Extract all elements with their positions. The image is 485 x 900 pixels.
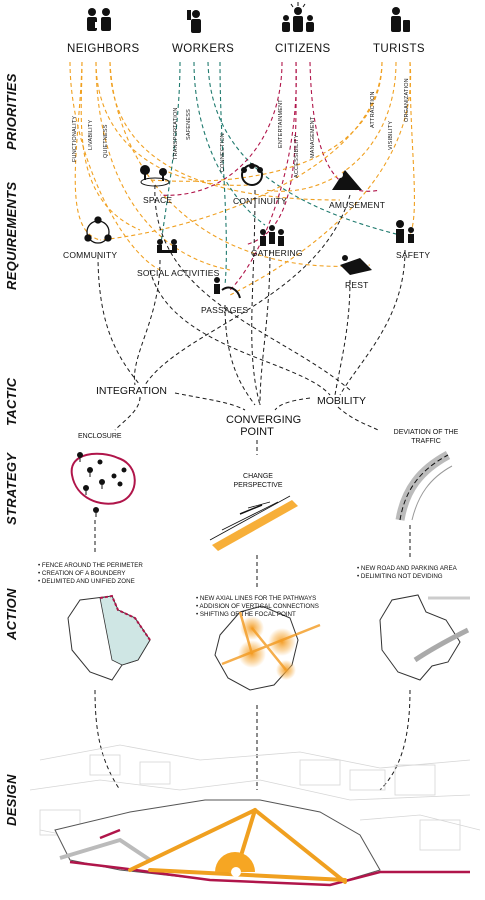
convergence-lines bbox=[94, 184, 411, 791]
requirement-passages: PASSAGES bbox=[201, 305, 249, 315]
requirement-social-activities: SOCIAL ACTIVITIES bbox=[137, 268, 220, 278]
requirement-safety: SAFETY bbox=[396, 250, 431, 260]
deviation-diagram bbox=[395, 451, 453, 521]
requirement-rest: REST bbox=[345, 280, 369, 290]
priority-accessibility: ACCESSIBILITY bbox=[294, 134, 300, 178]
section-requirements: REQUIREMENTS bbox=[4, 181, 19, 290]
action-right-item: NEW ROAD AND PARKING AREA bbox=[357, 565, 457, 573]
priority-connection: CONNECTION bbox=[220, 133, 226, 172]
priority-visibility: VISIBILITY bbox=[388, 120, 394, 150]
strategy-deviation-line2: TRAFFIC bbox=[411, 438, 441, 445]
section-design: DESIGN bbox=[4, 774, 19, 826]
priority-functionality: FUNCTIONALITY bbox=[72, 115, 78, 162]
action-left-item: DELIMITED AND UNIFIED ZONE bbox=[38, 578, 143, 586]
social-activities-icon bbox=[157, 239, 177, 253]
strategy-deviation-line1: DEVIATION OF THE bbox=[393, 429, 459, 436]
requirement-gathering: GATHERING bbox=[251, 248, 303, 258]
action-map-center bbox=[214, 605, 321, 691]
group-neighbors: NEIGHBORS bbox=[67, 43, 140, 55]
requirement-space: SPACE bbox=[143, 195, 173, 205]
priority-entertainment: ENTERTAINMENT bbox=[278, 99, 284, 148]
workers-icon bbox=[187, 10, 201, 33]
action-left-item: FENCE AROUND THE PERIMETER bbox=[38, 562, 143, 570]
citizens-icon bbox=[282, 2, 314, 32]
section-strategy: STRATEGY bbox=[4, 452, 19, 525]
priority-management: MANAGEMENT bbox=[310, 116, 316, 158]
section-action: ACTION bbox=[4, 588, 19, 640]
section-tactic: TACTIC bbox=[4, 377, 19, 427]
community-icon bbox=[84, 216, 112, 244]
action-list-right: NEW ROAD AND PARKING AREA DELIMITING NOT… bbox=[357, 565, 457, 581]
priority-quietness: QUIETNESS bbox=[103, 124, 109, 158]
section-priorities: PRIORITIES bbox=[4, 73, 19, 150]
safety-icon bbox=[396, 220, 414, 243]
action-left-item: CREATION OF A BOUNDERY bbox=[38, 570, 143, 578]
strategy-deviation: DEVIATION OF THE TRAFFIC bbox=[386, 428, 466, 446]
strategy-enclosure: ENCLOSURE bbox=[78, 433, 122, 440]
group-citizens: CITIZENS bbox=[275, 43, 331, 55]
design-site-plan bbox=[29, 744, 481, 887]
strategy-change-perspective: CHANGE PERSPECTIVE bbox=[228, 472, 288, 490]
passages-icon bbox=[214, 277, 241, 299]
priority-livability: LIVABILITY bbox=[88, 119, 94, 150]
tactic-converging-point: CONVERGING POINT bbox=[226, 414, 302, 438]
action-right-item: DELIMITING NOT DEVIDING bbox=[357, 573, 457, 581]
priority-organization: ORGANIZATION bbox=[404, 78, 410, 122]
strategy-change-line2: PERSPECTIVE bbox=[233, 482, 283, 489]
action-center-item: NEW AXIAL LINES FOR THE PATHWAYS bbox=[196, 595, 319, 603]
group-turists: TURISTS bbox=[373, 43, 425, 55]
tactic-converging-line1: CONVERGING bbox=[226, 414, 302, 426]
gathering-icon bbox=[260, 225, 284, 246]
amusement-icon bbox=[332, 170, 362, 190]
group-workers: WORKERS bbox=[172, 43, 235, 55]
tactic-mobility: MOBILITY bbox=[317, 395, 367, 407]
action-center-item: SHIFTING OF THE FOCAL POINT bbox=[196, 611, 319, 619]
change-perspective-diagram bbox=[209, 495, 298, 551]
priority-safeness: SAFENESS bbox=[186, 109, 192, 140]
enclosure-diagram bbox=[70, 452, 136, 517]
action-map-left bbox=[67, 594, 151, 681]
action-list-left: FENCE AROUND THE PERIMETER CREATION OF A… bbox=[38, 562, 143, 586]
space-icon bbox=[140, 165, 170, 187]
continuity-icon bbox=[241, 163, 263, 186]
tactic-integration: INTEGRATION bbox=[96, 385, 167, 397]
priority-attraction: ATTRACTION bbox=[370, 91, 376, 128]
priority-transportation: TRANSPORTATION bbox=[173, 107, 179, 160]
neighbors-icon bbox=[87, 8, 111, 31]
tactic-converging-line2: POINT bbox=[240, 426, 274, 438]
turists-icon bbox=[391, 7, 410, 32]
action-list-center: NEW AXIAL LINES FOR THE PATHWAYS ADDISIO… bbox=[196, 595, 319, 619]
priority-lines bbox=[69, 61, 415, 296]
rest-icon bbox=[340, 255, 372, 275]
action-center-item: ADDISION OF VERTICAL CONNECTIONS bbox=[196, 603, 319, 611]
action-map-right bbox=[379, 594, 470, 681]
requirement-amusement: AMUSEMENT bbox=[329, 200, 386, 210]
requirement-continuity: CONTINUITY bbox=[233, 196, 287, 206]
strategy-change-line1: CHANGE bbox=[243, 473, 273, 480]
requirement-community: COMMUNITY bbox=[63, 250, 118, 260]
